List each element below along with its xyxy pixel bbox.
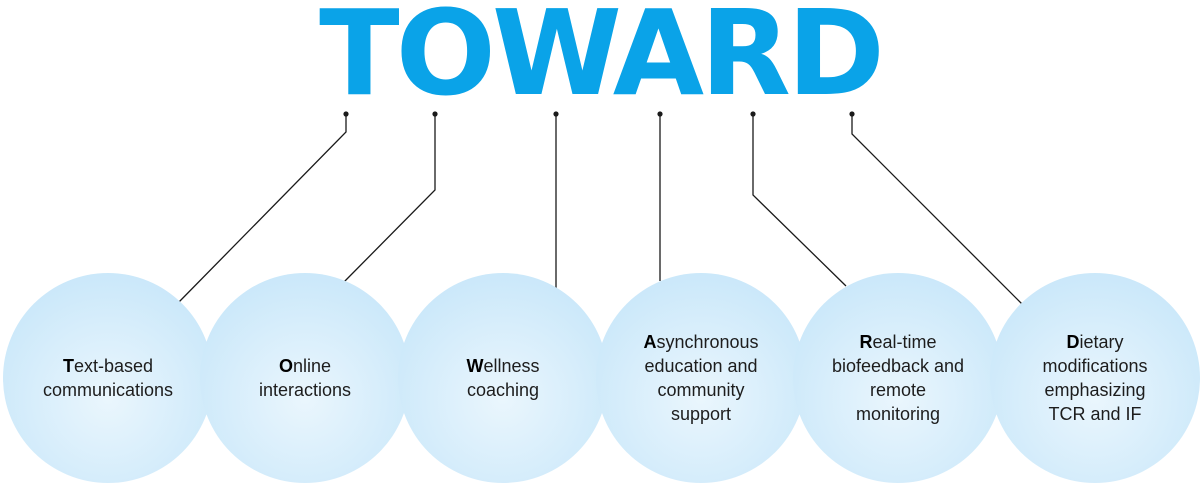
item-wellness: Wellness coaching — [398, 273, 608, 483]
item-label: Dietary modifications emphasizing TCR an… — [1025, 330, 1165, 426]
item-rest: synchronous education and community supp… — [644, 332, 759, 424]
connector-t — [177, 114, 347, 304]
item-label: Asynchronous education and community sup… — [626, 330, 776, 426]
connector-r — [752, 114, 847, 287]
item-rest: ext-based communications — [42, 356, 174, 400]
item-rest: eal-time biofeedback and remote monitori… — [831, 332, 965, 424]
item-initial: R — [859, 332, 873, 352]
item-initial: O — [278, 356, 293, 376]
item-label: Real-time biofeedback and remote monitor… — [831, 330, 966, 426]
item-initial: T — [62, 356, 74, 376]
item-dietary: Dietary modifications emphasizing TCR an… — [990, 273, 1200, 483]
connector-dot-o — [432, 111, 438, 117]
item-rest: ietary modifications emphasizing TCR and… — [1042, 332, 1148, 424]
item-initial: D — [1066, 332, 1080, 352]
connector-dot-a — [657, 111, 663, 117]
item-label: Online interactions — [240, 354, 370, 402]
item-text-based: Text-based communications — [3, 273, 213, 483]
connector-dot-d — [849, 111, 855, 117]
item-online: Online interactions — [200, 273, 410, 483]
item-real-time: Real-time biofeedback and remote monitor… — [793, 273, 1003, 483]
connector-d — [851, 114, 1023, 305]
diagram-title: TOWARD — [319, 0, 885, 122]
item-initial: W — [466, 356, 484, 376]
item-rest: ellness coaching — [466, 356, 540, 400]
item-label: Text-based communications — [28, 354, 188, 402]
item-rest: nline interactions — [258, 356, 352, 400]
item-label: Wellness coaching — [453, 354, 553, 402]
item-initial: A — [643, 332, 657, 352]
connector-dot-t — [343, 111, 349, 117]
connector-o — [341, 114, 436, 285]
connector-dot-w — [553, 111, 559, 117]
item-asynchronous: Asynchronous education and community sup… — [596, 273, 806, 483]
connector-dot-r — [750, 111, 756, 117]
